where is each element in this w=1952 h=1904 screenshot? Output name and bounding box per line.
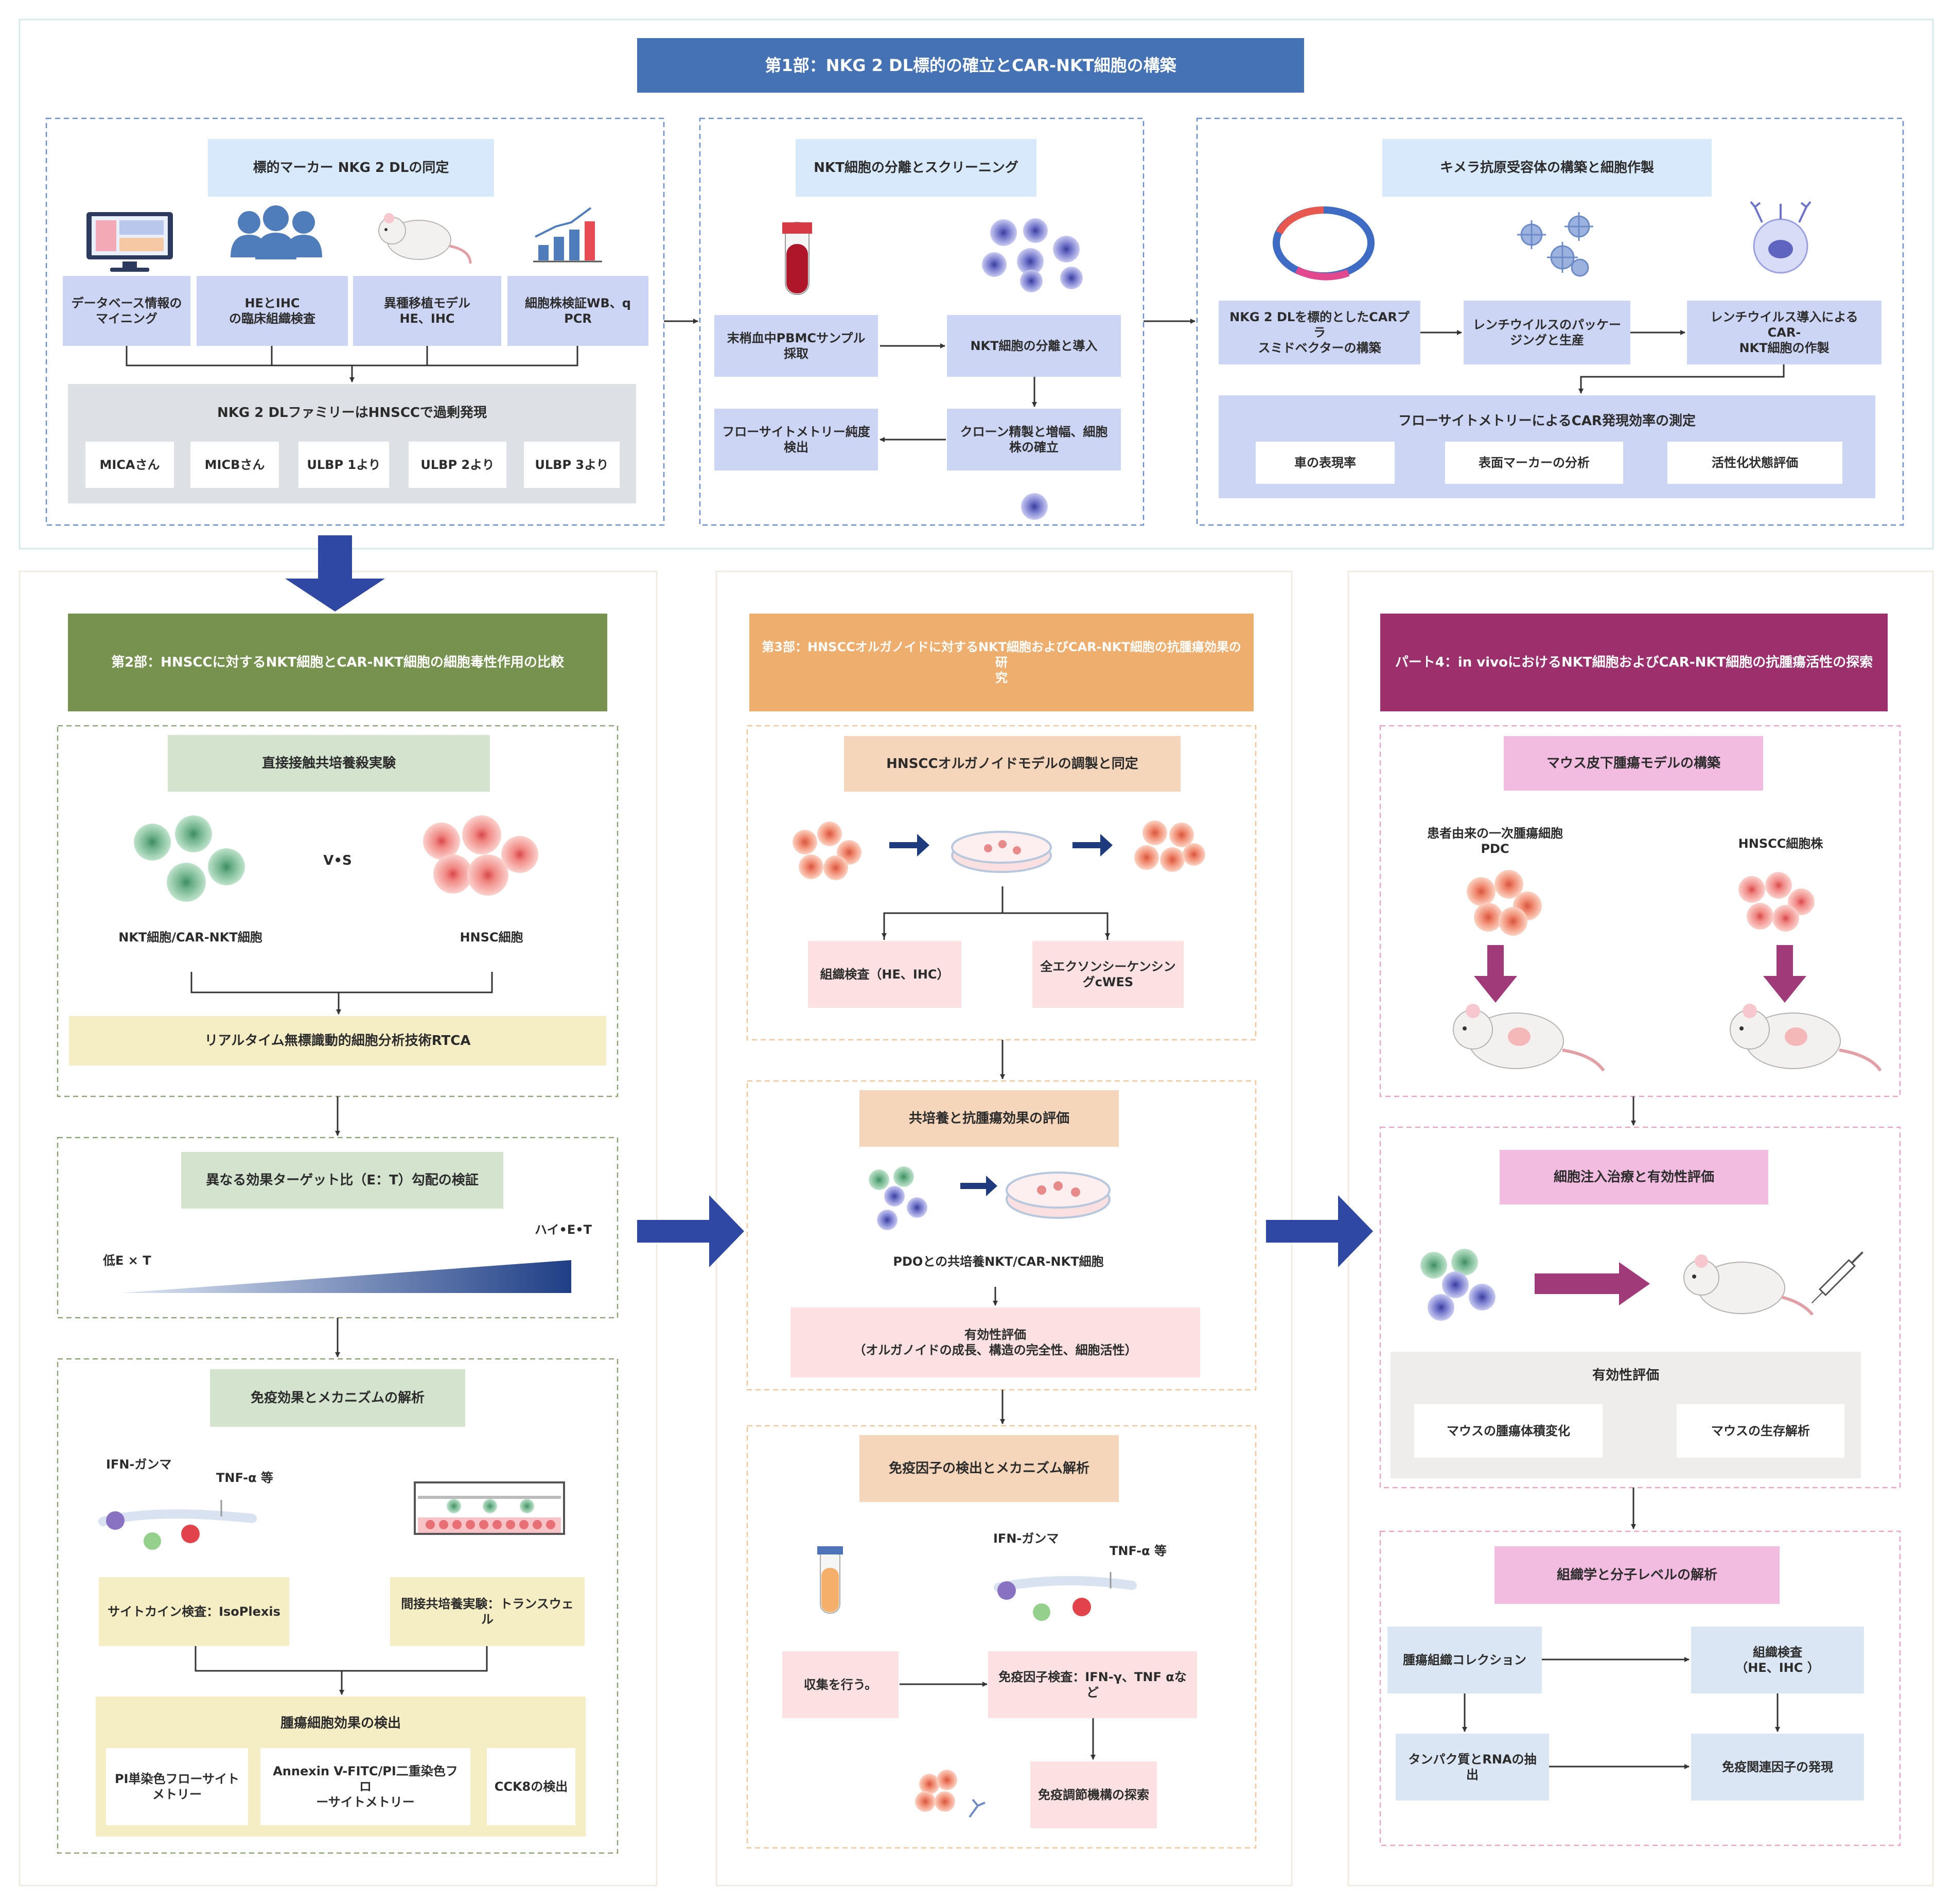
nkt-cell-label: NKT細胞/CAR-NKT細胞 (118, 930, 262, 945)
clone-purification: クローン精製と増幅、細胞 株の確立 (947, 409, 1121, 470)
pdc-label: 患者由来の一次腫瘍細胞 PDC (1427, 826, 1563, 856)
nkt-isolation-header: NKT細胞の分離とスクリーニング (796, 139, 1036, 197)
pbmc-collection: 末梢血中PBMCサンプル 採取 (714, 315, 878, 377)
tumor-effect-title: 腫瘍細胞効果の検出 (280, 1716, 401, 1731)
method-xenograft: 異種移植モデル HE、IHC (353, 276, 501, 346)
vs-label: V•S (323, 853, 352, 868)
family-ulbp3: ULBP 3より (524, 442, 620, 488)
low-et-label: 低E × T (103, 1253, 151, 1268)
supernatant-collect-box: 収集を行う。 (782, 1651, 899, 1718)
part4-banner: パート4：in vivoにおけるNKT細胞およびCAR-NKT細胞の抗腫瘍活性の… (1380, 614, 1888, 711)
tumor-tissue-collection: 腫瘍組織コレクション (1387, 1627, 1542, 1693)
hnsc-cell-label: HNSC細胞 (460, 930, 523, 945)
flow-purity-detection: フローサイトメトリー純度 検出 (714, 409, 878, 470)
immunoregulation-box: 免疫調節機構の探索 (1030, 1761, 1157, 1828)
p3-tnf-alpha-label: TNF-α 等 (1110, 1544, 1167, 1558)
hnscc-line-label: HNSCC細胞株 (1738, 836, 1823, 851)
organoid-histology-box: 組織検査（HE、IHC） (808, 941, 961, 1008)
in-vivo-efficacy-title: 有効性評価 (1592, 1368, 1659, 1383)
transwell-box: 間接共培養実験：トランスウェル (390, 1577, 585, 1646)
method-cell-line-validation: 細胞株検証WB、q PCR (507, 276, 648, 346)
organoid-efficacy-box: 有効性評価 （オルガノイドの成長、構造の完全性、細胞活性） (790, 1307, 1200, 1377)
coculture-header: 共培養と抗腫瘍効果の評価 (859, 1090, 1119, 1147)
nkg2dl-family-title: NKG 2 DLファミリーはHNSCCで過剰発現 (217, 405, 487, 421)
et-gradient-wedge (120, 1260, 571, 1293)
organoid-model-header: HNSCCオルガノイドモデルの調製と同定 (844, 736, 1181, 792)
tissue-exam-box: 組織検査 （HE、IHC ） (1691, 1627, 1864, 1693)
wes-box: 全エクソンシーケンシン グcWES (1032, 941, 1184, 1008)
nkt-isolation-introduction: NKT細胞の分離と導入 (947, 315, 1121, 377)
part1-banner: 第1部：NKG 2 DL標的の確立とCAR-NKT細胞の構築 (637, 38, 1304, 93)
cytokine-isoplexis-box: サイトカイン検査：IsoPlexis (99, 1577, 289, 1646)
immune-factor-expression: 免疫関連因子の発現 (1691, 1734, 1864, 1801)
p3-ifn-gamma-label: IFN-ガンマ (993, 1531, 1059, 1546)
part3-banner: 第3部：HNSCCオルガノイドに対するNKT細胞およびCAR-NKT細胞の抗腫瘍… (749, 614, 1254, 711)
direct-contact-header: 直接接触共培養殺実験 (168, 735, 490, 792)
ifn-gamma-label: IFN-ガンマ (106, 1457, 172, 1472)
lentivirus-packaging: レンチウイルスのパッケー ジングと生産 (1464, 301, 1630, 364)
method-db-mining: データベース情報の マイニング (63, 276, 190, 346)
family-ulbp1: ULBP 1より (298, 442, 389, 488)
cck8-box: CCK8の検出 (487, 1748, 575, 1825)
family-mica: MICAさん (85, 442, 174, 488)
car-nkt-transduction: レンチウイルス導入によるCAR- NKT細胞の作製 (1687, 301, 1881, 364)
high-et-label: ハイ•E•T (535, 1222, 592, 1237)
tnf-alpha-label: TNF-α 等 (216, 1471, 273, 1485)
immune-mechanism-header: 免疫効果とメカニズムの解析 (210, 1369, 465, 1427)
car-construction-header: キメラ抗原受容体の構築と細胞作製 (1382, 139, 1712, 197)
annexin-flow-box: Annexin V-FITC/PI二重染色フロ ーサイトメトリー (260, 1748, 470, 1825)
part2-banner: 第2部：HNSCCに対するNKT細胞とCAR-NKT細胞の細胞毒性作用の比較 (68, 614, 607, 711)
et-gradient-header: 異なる効果ターゲット比（E：T）勾配の検証 (181, 1152, 503, 1209)
protein-rna-extraction: タンパク質とRNAの抽 出 (1396, 1734, 1549, 1801)
histology-molecular-header: 組織学と分子レベルの解析 (1494, 1546, 1780, 1604)
car-plasmid-construction: NKG 2 DLを標的としたCARプラ スミドベクターの構築 (1219, 301, 1420, 364)
pdo-coculture-caption: PDOとの共培養NKT/CAR-NKT細胞 (893, 1254, 1104, 1269)
subcutaneous-model-header: マウス皮下腫瘍モデルの構築 (1504, 736, 1763, 791)
pi-flow-box: PI単染色フローサイト メトリー (106, 1748, 248, 1825)
immune-factor-header: 免疫因子の検出とメカニズム解析 (859, 1435, 1119, 1502)
car-efficiency-title: フローサイトメトリーによるCAR発現効率の測定 (1398, 413, 1696, 429)
survival-analysis-box: マウスの生存解析 (1677, 1404, 1844, 1458)
rtca-box: リアルタイム無標識動的細胞分析技術RTCA (69, 1016, 606, 1065)
family-micb: MICBさん (190, 442, 279, 488)
family-ulbp2: ULBP 2より (409, 442, 506, 488)
activation-state-eval: 活性化状態評価 (1667, 442, 1842, 484)
injection-therapy-header: 細胞注入治療と有効性評価 (1500, 1150, 1768, 1204)
method-clinical-tissue: HEとIHC の臨床組織検査 (197, 276, 348, 346)
immune-factor-test-box: 免疫因子検査：IFN-γ、TNF αな ど (988, 1651, 1197, 1718)
marker-identification-header: 標的マーカー NKG 2 DLの同定 (208, 139, 494, 197)
car-expression-rate: 車の表現率 (1256, 442, 1395, 484)
tumor-volume-box: マウスの腫瘍体積変化 (1414, 1404, 1603, 1458)
surface-marker-analysis: 表面マーカーの分析 (1445, 442, 1623, 484)
